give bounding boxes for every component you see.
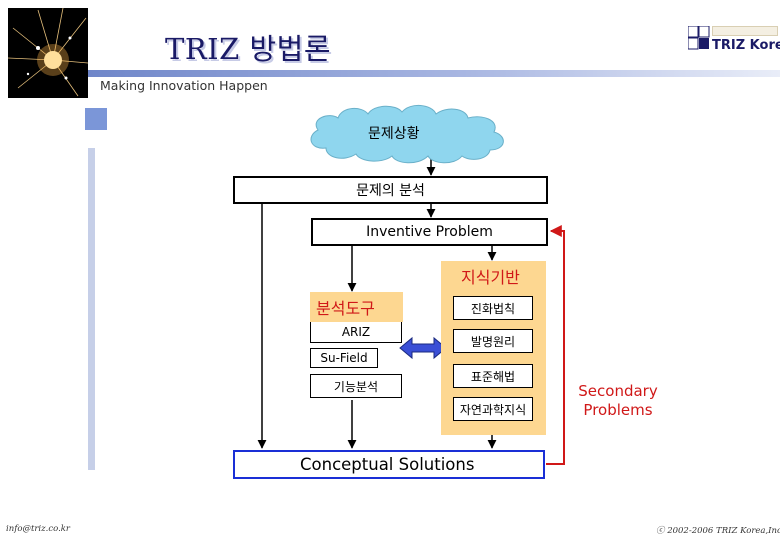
double-arrow-icon	[400, 338, 446, 358]
analysis-tool-item: Su-Field	[310, 348, 378, 368]
problem-analysis-label: 문제의 분석	[356, 180, 425, 200]
secondary-problems-label: Secondary Problems	[568, 382, 668, 420]
knowledge-base-title: 지식기반	[461, 264, 520, 288]
analysis-tool-item: 기능분석	[310, 374, 402, 398]
footer-email: info@triz.co.kr	[6, 524, 70, 534]
inventive-problem-box: Inventive Problem	[311, 218, 548, 246]
analysis-tool-item: ARIZ	[310, 322, 402, 343]
conceptual-solutions-label: Conceptual Solutions	[300, 455, 474, 474]
footer-copyright: ⓒ 2002-2006 TRIZ Korea,Inc.	[656, 524, 780, 536]
problem-situation-label: 문제상황	[368, 123, 420, 143]
problem-analysis-box: 문제의 분석	[233, 176, 548, 204]
knowledge-item: 진화법칙	[453, 296, 533, 320]
conceptual-solutions-box: Conceptual Solutions	[233, 450, 545, 479]
knowledge-item: 표준해법	[453, 364, 533, 388]
inventive-problem-label: Inventive Problem	[366, 224, 493, 240]
knowledge-item: 자연과학지식	[453, 397, 533, 421]
analysis-tools-title: 분석도구	[316, 295, 375, 319]
secondary-feedback-loop	[546, 231, 564, 464]
secondary-problems-line: Secondary	[568, 382, 668, 401]
secondary-problems-line: Problems	[568, 401, 668, 420]
knowledge-item: 발명원리	[453, 329, 533, 353]
